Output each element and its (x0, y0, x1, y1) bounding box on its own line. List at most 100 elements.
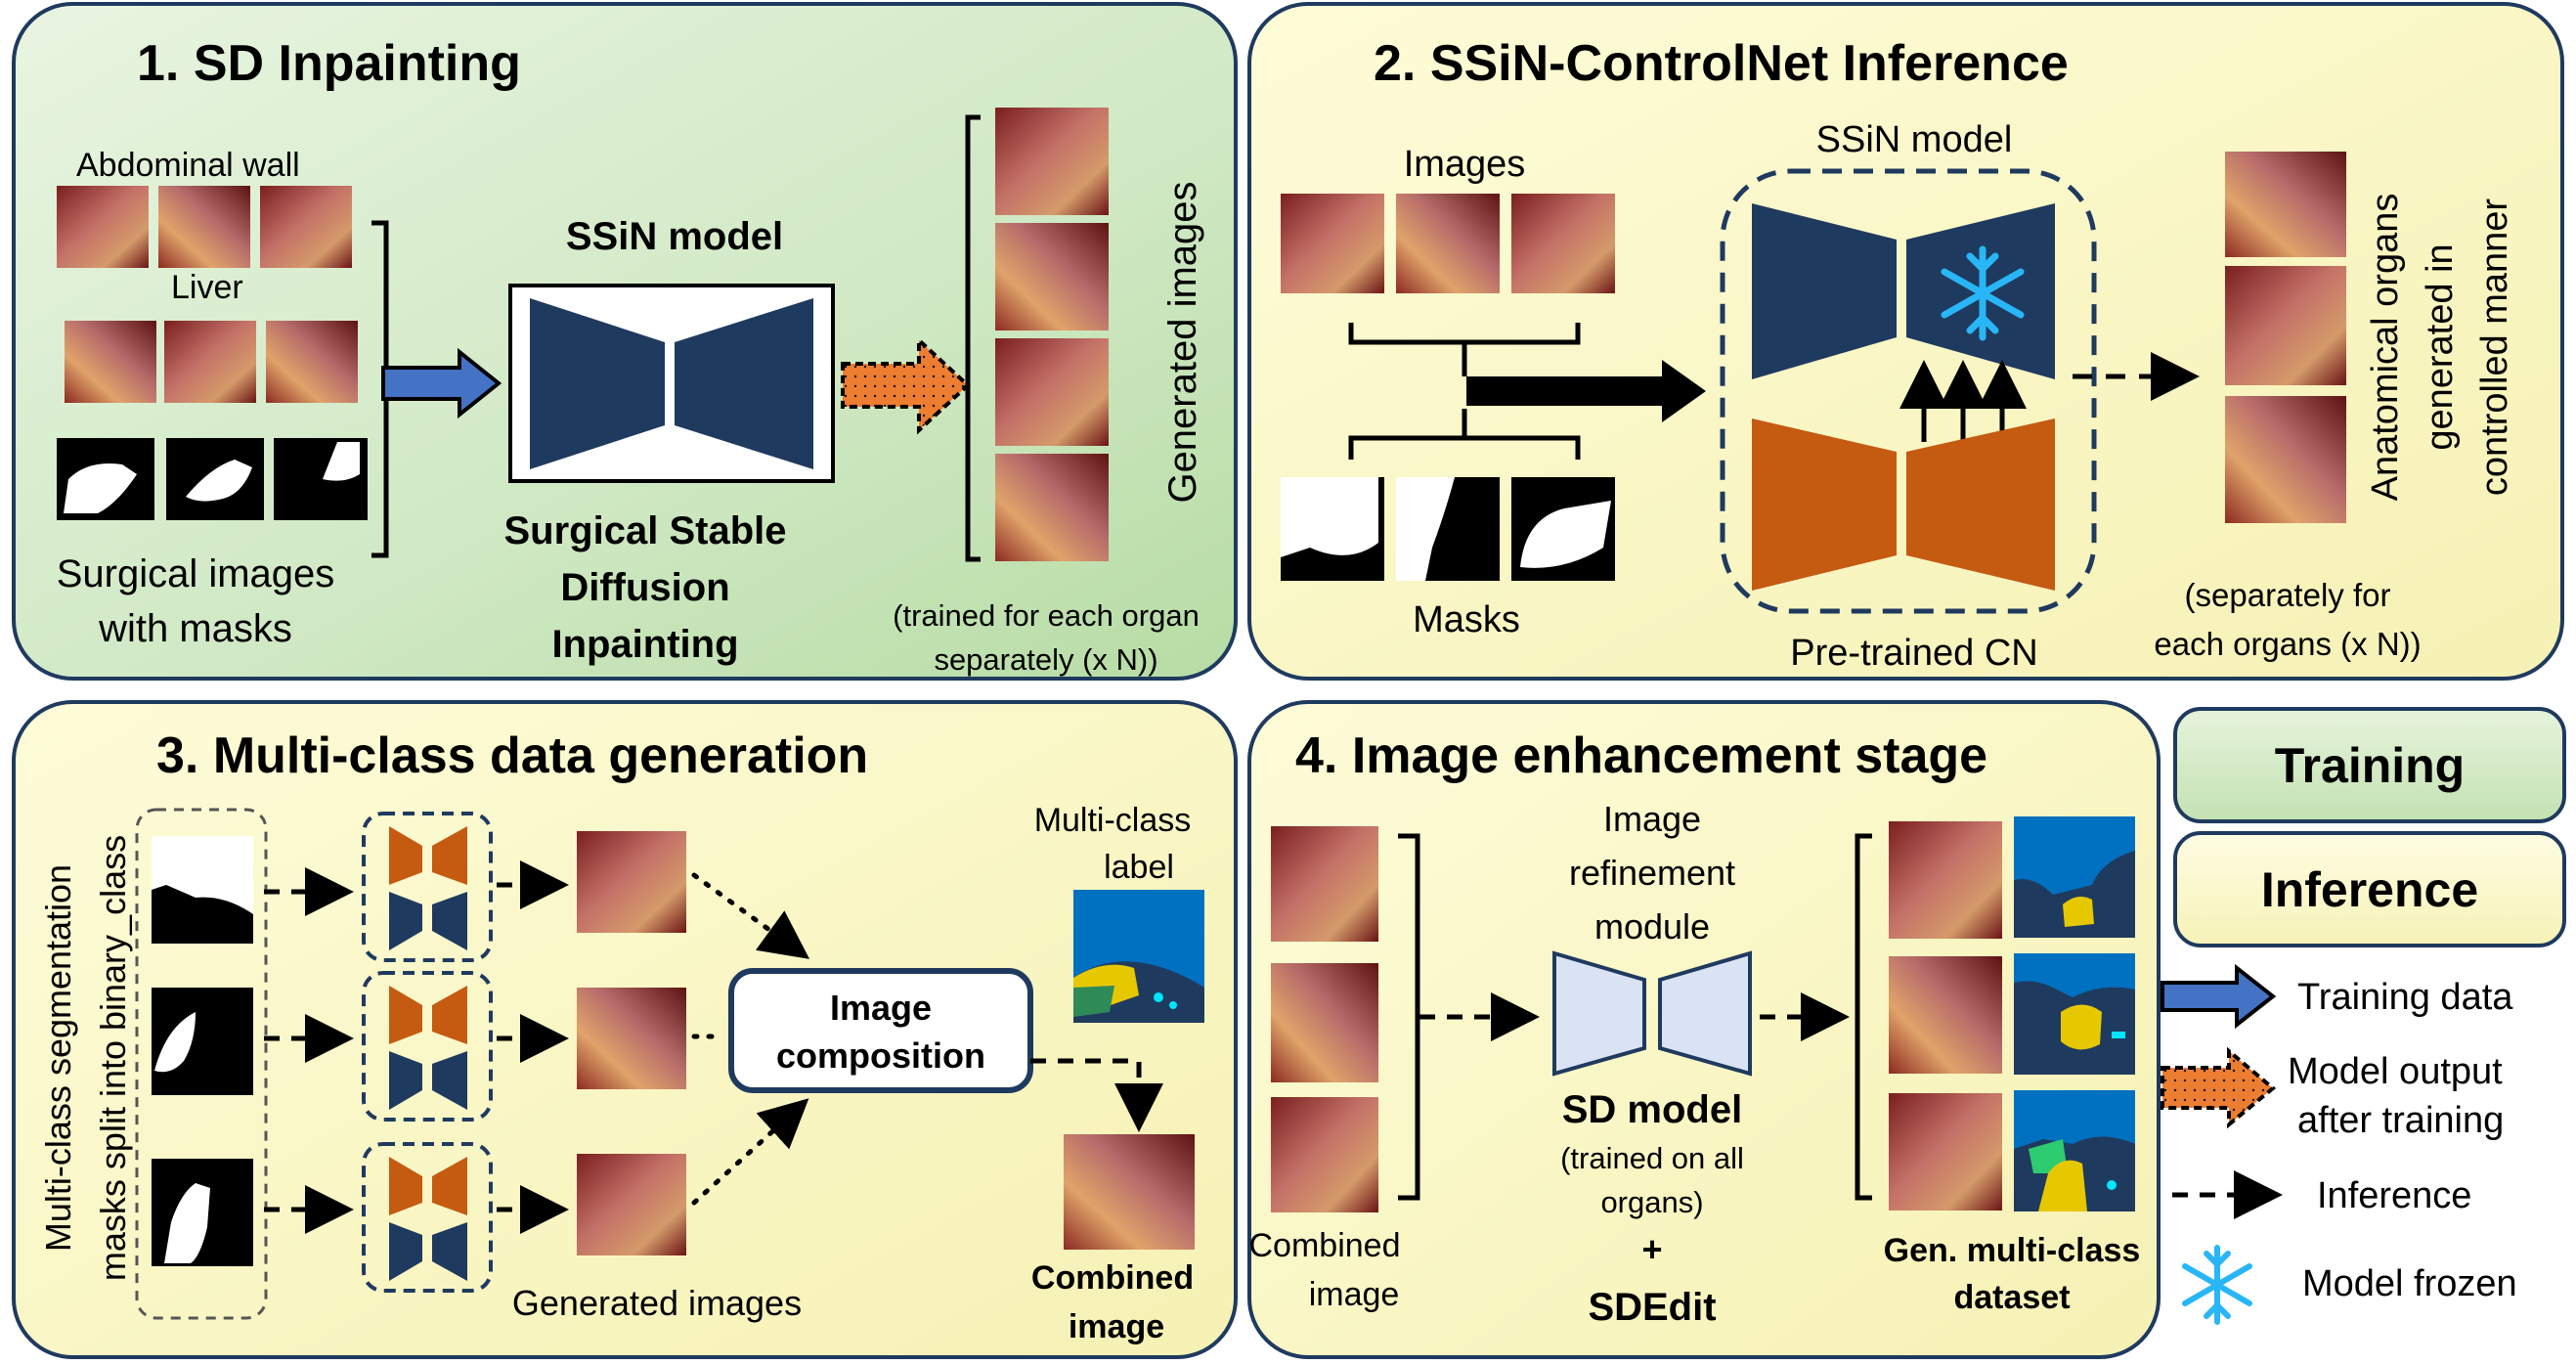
dataset-line-1: Gen. multi-class (1884, 1232, 2141, 1269)
panel-image-enhancement-stage: 4. Image enhancement stage Combined imag… (1247, 700, 2161, 1359)
ssin-model-icon (530, 298, 813, 469)
combined-input-images (1271, 826, 1378, 1212)
thumbnail-image (260, 186, 352, 268)
dataset-image-pairs (1889, 816, 2135, 1211)
caption-line-2: with masks (98, 607, 292, 650)
legend-training-data-label: Training data (2297, 977, 2513, 1018)
combined-line-1: Combined (1031, 1259, 1194, 1297)
abdominal-wall-thumbnails (57, 186, 352, 268)
legend-training-label: Training (2275, 738, 2465, 793)
binary-mask-thumbnails (152, 836, 253, 1266)
panel-3-title: 3. Multi-class data generation (156, 727, 868, 784)
output-line-2: generated in (2420, 243, 2461, 450)
mask-to-model-arrows (264, 867, 354, 1234)
input-image (1511, 194, 1615, 293)
generated-image (577, 1154, 686, 1255)
liver-thumbnails (65, 321, 358, 403)
output-image (2225, 266, 2346, 385)
image-to-composition-arrows (691, 872, 810, 1206)
legend-inference-label: Inference (2261, 862, 2478, 917)
input-image (1281, 194, 1384, 293)
trained-all-line-2: organs) (1600, 1185, 1703, 1219)
composition-line-2: composition (776, 1035, 985, 1076)
model-name-line-2: Diffusion (560, 566, 729, 609)
panel-2-note-line-2: each organs (x N)) (2154, 626, 2421, 662)
module-line-2: refinement (1569, 853, 1735, 893)
input-image (1396, 194, 1500, 293)
panel-sd-inpainting: 1. SD Inpainting Abdominal wall Liver Su… (12, 2, 1238, 681)
panel-4-title: 4. Image enhancement stage (1295, 727, 1987, 784)
thumbnail-image (266, 321, 358, 403)
organ-model-box (362, 1142, 493, 1293)
side-label-line-1: Multi-class segmentation (38, 864, 78, 1252)
panel-1-title: 1. SD Inpainting (137, 35, 521, 92)
generated-image (577, 831, 686, 933)
plus-sign: + (1641, 1229, 1662, 1269)
organ-model-box (362, 812, 493, 962)
trained-note-line-1: (trained for each organ (893, 598, 1200, 633)
combined-input-image (1271, 1097, 1378, 1212)
output-bracket (965, 114, 981, 562)
images-bracket (1348, 323, 1581, 376)
model-output-arrow (841, 335, 971, 435)
panel-ssin-controlnet-inference: 2. SSiN-ControlNet Inference Images Mask… (1247, 2, 2564, 681)
sdedit-label: SDEdit (1588, 1286, 1716, 1329)
p4-combined-line-1: Combined (1249, 1227, 1401, 1264)
dataset-image (1889, 956, 2002, 1074)
multi-class-label-line-2: label (1104, 849, 1174, 886)
pretrained-cn-label: Pre-trained CN (1790, 633, 2037, 674)
mask-thumbnails (57, 438, 368, 520)
sd-model-label: SD model (1562, 1088, 1742, 1131)
generated-images-label-3: Generated images (512, 1283, 802, 1323)
caption-line-1: Surgical images (57, 552, 335, 595)
output-line-1: Anatomical organs (2365, 194, 2406, 502)
model-to-image-arrows (497, 860, 569, 1234)
dataset-bracket (1855, 833, 1872, 1201)
label-liver: Liver (171, 269, 243, 306)
output-image (2225, 152, 2346, 257)
legend-training-data-arrow (2161, 963, 2277, 1030)
panel-multi-class-data-generation: 3. Multi-class data generation Multi-cla… (12, 700, 1238, 1359)
p4-combined-line-2: image (1309, 1276, 1400, 1313)
organ-model-box (362, 971, 493, 1122)
label-abdominal-wall: Abdominal wall (76, 147, 300, 184)
composition-output-arrow (1030, 1058, 1163, 1132)
dataset-image (1889, 821, 2002, 939)
inference-input-arrow (1466, 360, 1706, 422)
generated-organ-images (577, 831, 686, 1255)
input-image-thumbnails (1281, 194, 1615, 293)
generated-image (577, 988, 686, 1089)
generated-thumbnails (995, 108, 1109, 561)
control-arrows (1899, 360, 2027, 442)
module-line-1: Image (1603, 799, 1701, 839)
generated-image (995, 338, 1109, 446)
legend-model-frozen-label: Model frozen (2302, 1263, 2517, 1304)
model-name-line-1: Surgical Stable (504, 509, 787, 552)
masks-bracket (1348, 409, 1581, 460)
masks-label: Masks (1413, 599, 1520, 640)
composition-line-1: Image (830, 988, 932, 1028)
generated-image (995, 108, 1109, 215)
panel-2-note-line-1: (separately for (2185, 577, 2391, 613)
dataset-line-2: dataset (1953, 1279, 2070, 1316)
thumbnail-image (65, 321, 156, 403)
output-image (2225, 396, 2346, 523)
ssin-model-title-2: SSiN model (1816, 119, 2013, 160)
legend-snowflake-icon (2182, 1245, 2252, 1325)
generated-image (995, 454, 1109, 561)
dataset-image (1889, 1093, 2002, 1211)
multi-class-label-image (1073, 890, 1204, 1023)
side-label-line-2: masks split into binary_class (93, 835, 133, 1281)
image-composition-box (728, 968, 1033, 1093)
training-data-arrow (381, 347, 502, 419)
combined-input-image (1271, 826, 1378, 942)
ssin-model-title: SSiN model (566, 215, 783, 258)
combined-line-2: image (1069, 1308, 1164, 1345)
snowflake-icon (1941, 245, 2025, 341)
legend-model-output-arrow (2161, 1046, 2277, 1129)
combined-input-image (1271, 963, 1378, 1082)
legend-model-output-line-2: after training (2297, 1100, 2504, 1141)
legend-inference-box (2173, 831, 2566, 947)
multi-class-label-line-1: Multi-class (1034, 802, 1192, 839)
